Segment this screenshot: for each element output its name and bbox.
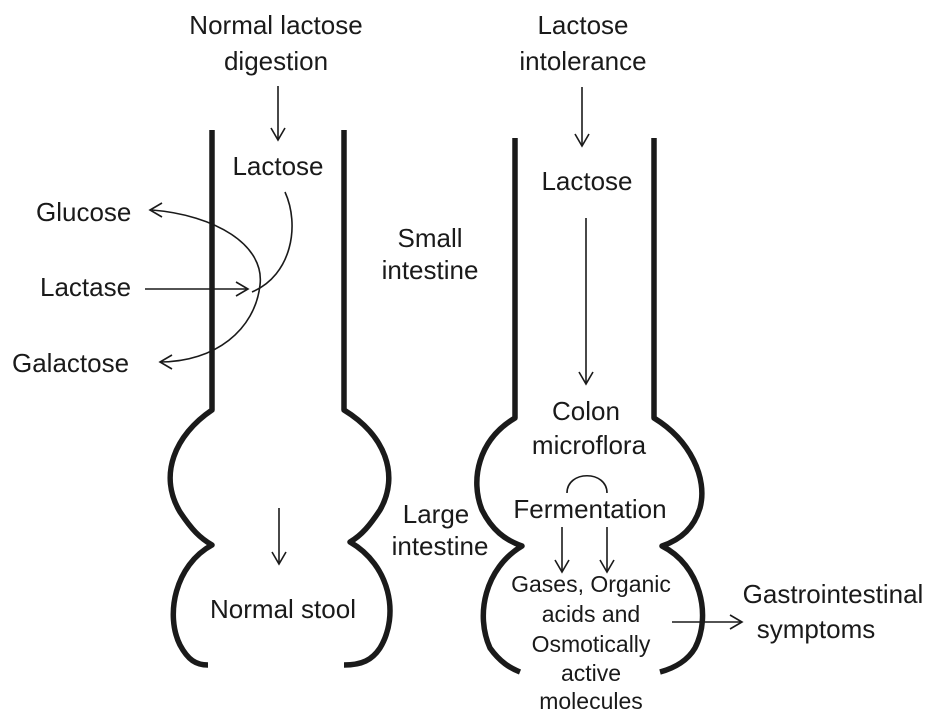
- symptoms-arrow: [672, 615, 742, 629]
- intolerance-lactose-label: Lactose: [541, 166, 632, 196]
- products-line5: molecules: [539, 688, 643, 713]
- normal-stool-label: Normal stool: [210, 594, 356, 624]
- large-intestine-label-line2: intestine: [392, 531, 489, 561]
- lactase-label: Lactase: [40, 272, 131, 302]
- fermentation-loop-arc: [567, 476, 607, 493]
- colon-microflora-line2: microflora: [532, 430, 647, 460]
- intolerance-title-line2: intolerance: [519, 46, 646, 76]
- normal-title-line1: Normal lactose: [189, 10, 362, 40]
- small-intestine-label-line1: Small: [397, 223, 462, 253]
- symptoms-line2: symptoms: [757, 614, 875, 644]
- products-line2: acids and: [542, 601, 640, 627]
- section-labels: Small intestine Large intestine: [382, 223, 489, 561]
- lactase-arrow: [145, 282, 248, 296]
- normal-digestion-panel: Normal lactose digestion Lactose Glucose…: [12, 10, 390, 665]
- symptoms-line1: Gastrointestinal: [743, 579, 924, 609]
- fermentation-product-arrows: [555, 527, 614, 572]
- intolerance-lactose-arrow: [579, 218, 593, 384]
- glucose-label: Glucose: [36, 197, 131, 227]
- normal-title-line2: digestion: [224, 46, 328, 76]
- intolerance-title-line1: Lactose: [537, 10, 628, 40]
- normal-colon-arrow: [272, 508, 286, 564]
- products-line1: Gases, Organic: [511, 571, 671, 597]
- large-intestine-label-line1: Large: [403, 499, 470, 529]
- products-line3: Osmotically: [532, 631, 651, 657]
- lactose-cleavage-arcs: [150, 192, 292, 369]
- small-intestine-label-line2: intestine: [382, 255, 479, 285]
- products-line4: active: [561, 660, 621, 686]
- normal-intestine-left-wall: [170, 130, 212, 665]
- intolerance-entry-arrow: [575, 87, 589, 146]
- normal-entry-arrow: [271, 86, 285, 140]
- lactose-intolerance-panel: Lactose intolerance Lactose Colon microf…: [477, 10, 924, 713]
- colon-microflora-line1: Colon: [552, 396, 620, 426]
- galactose-label: Galactose: [12, 348, 129, 378]
- fermentation-label: Fermentation: [513, 494, 666, 524]
- normal-lactose-label: Lactose: [232, 151, 323, 181]
- normal-intestine-right-wall: [344, 130, 390, 665]
